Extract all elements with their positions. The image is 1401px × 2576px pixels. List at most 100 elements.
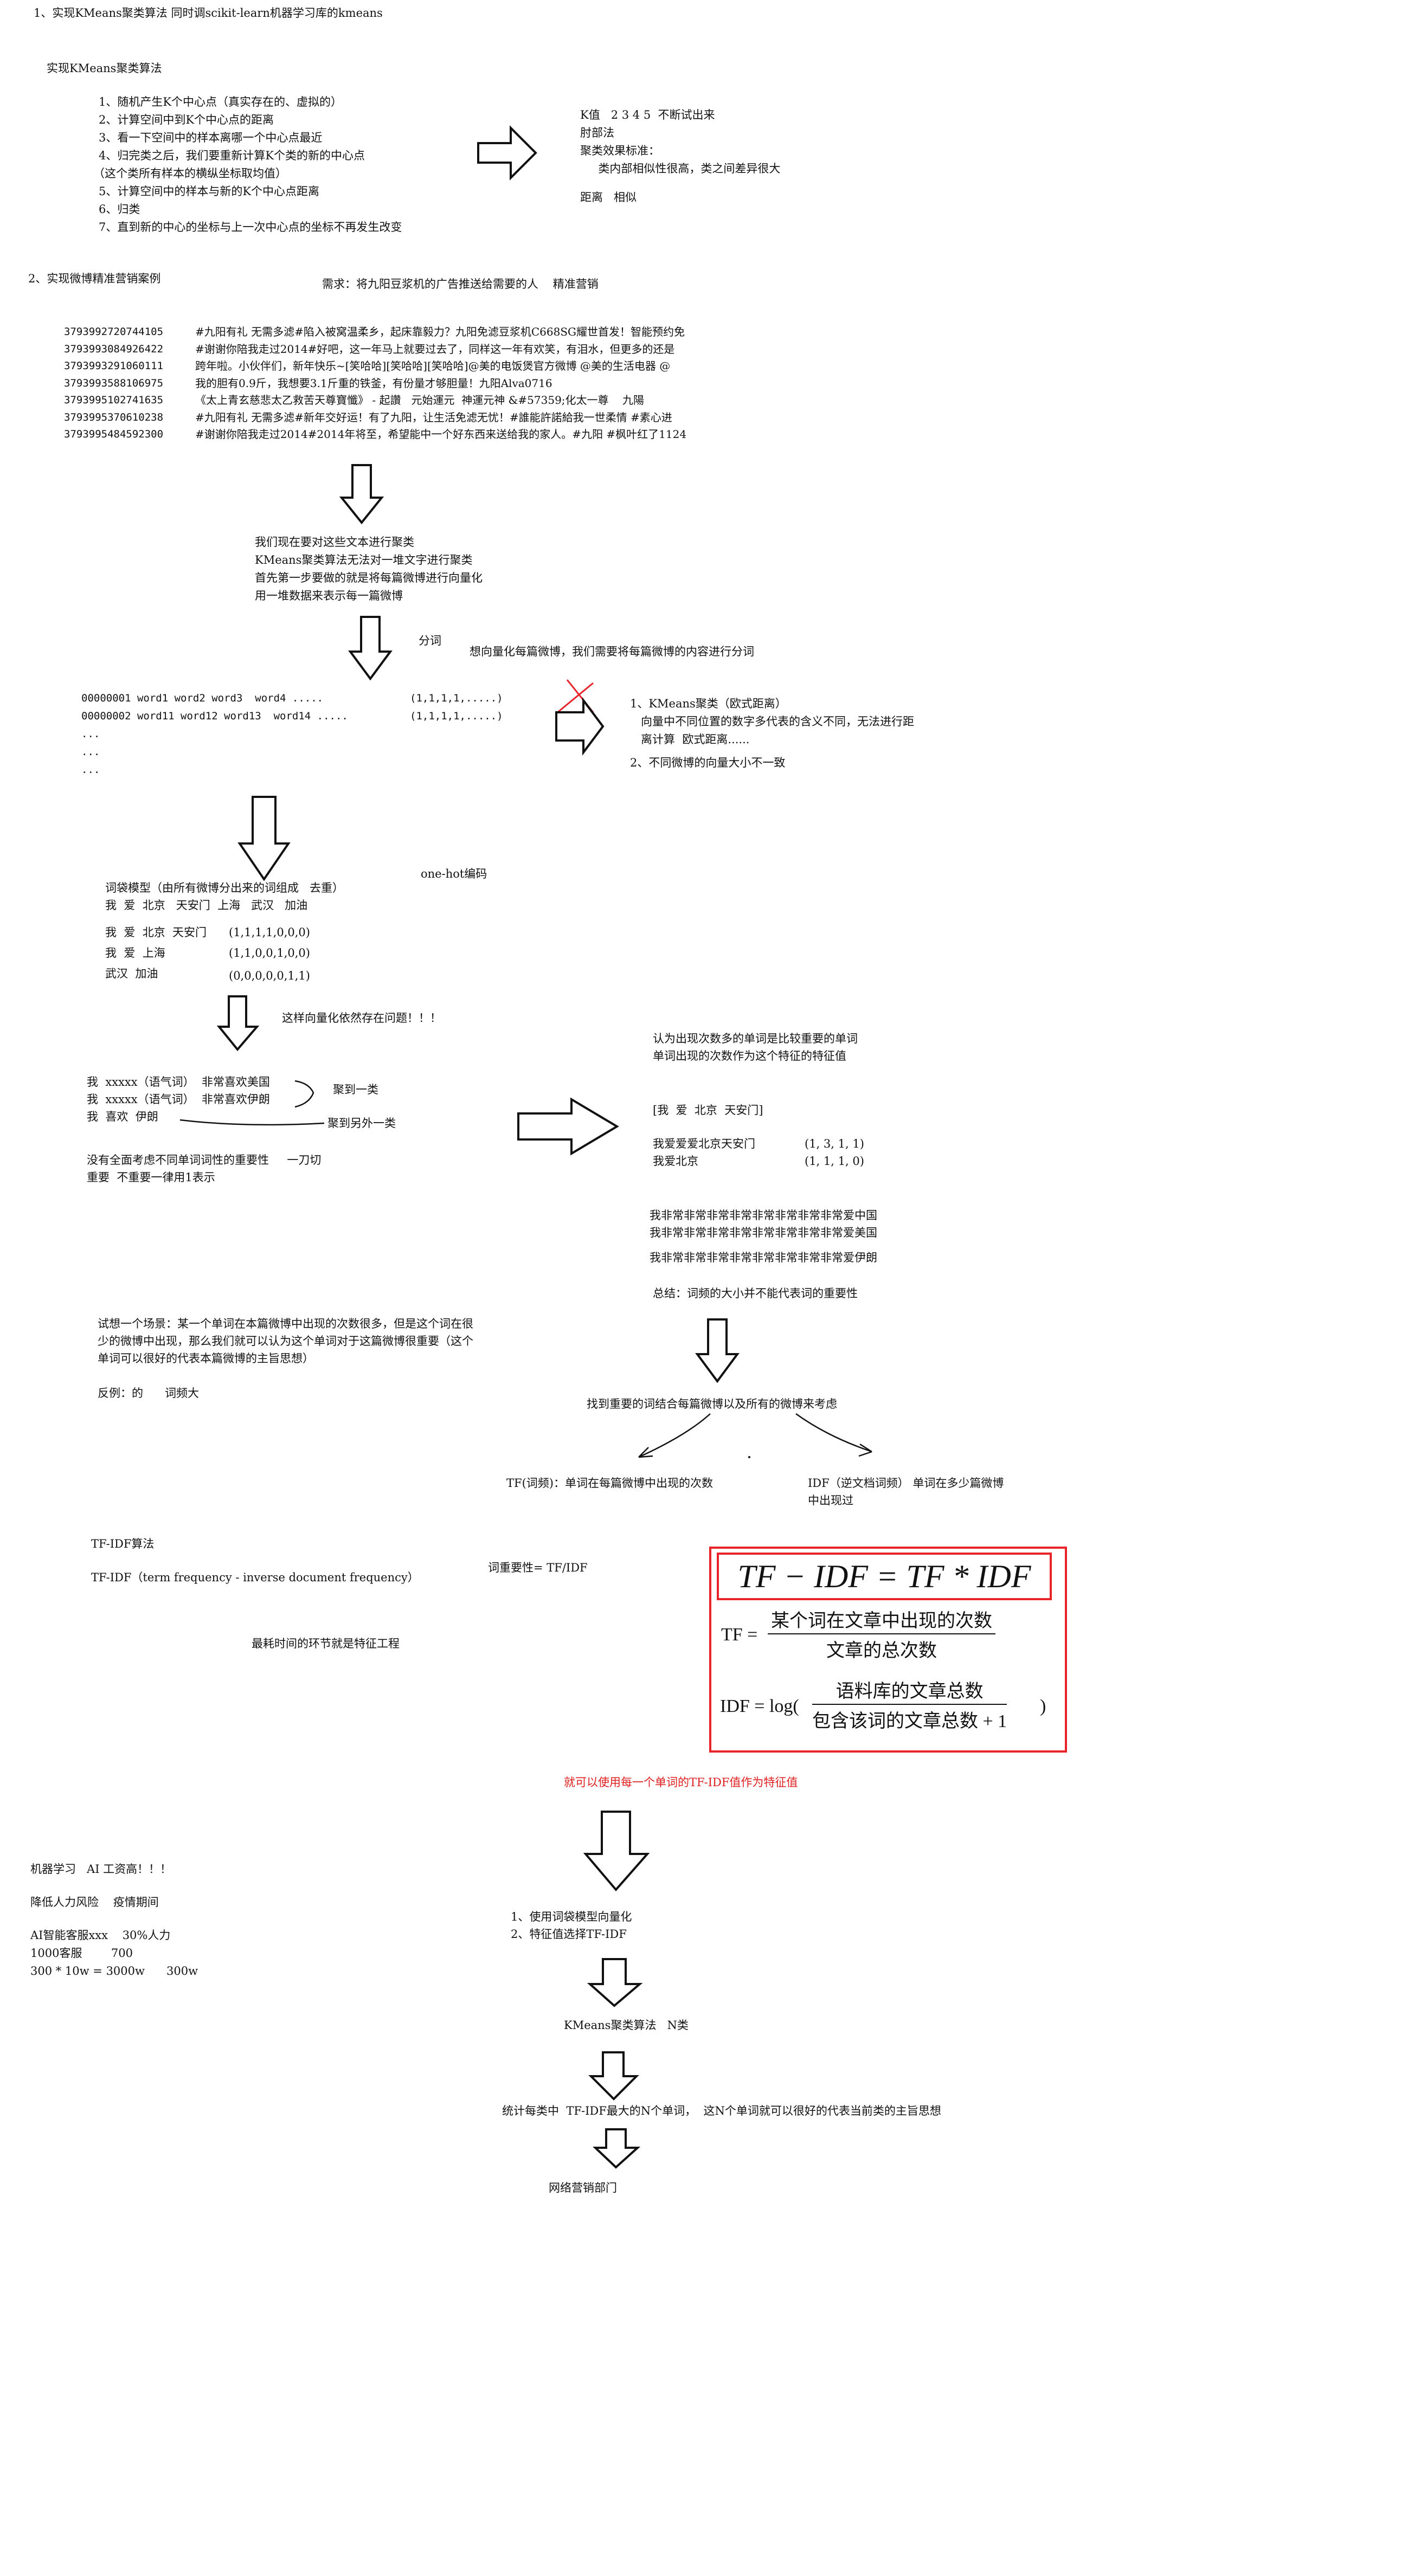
idf-definition: 中出现过 [808,1494,853,1507]
weibo-id: 3793995484592300 [64,428,164,440]
down-arrow-icon [583,1811,650,1892]
ai-line: 机器学习 AI 工资高！！！ [30,1863,172,1876]
weibo-text: 跨年啦。小伙伴们，新年快乐~[笑哈哈][笑哈哈][笑哈哈]@美的电饭煲官方微博 … [195,359,671,372]
note-line: 肘部法 [580,126,614,139]
problem-list: 1、KMeans聚类（欧式距离） 向量中不同位置的数字多代表的含义不同，无法进行… [630,695,914,772]
right-arrow-icon [517,1097,619,1156]
idf-denominator: 包含该词的文章总数 + 1 [812,1711,1007,1731]
importance-line: 没有全面考虑不同单词词性的重要性 一刀切 [87,1154,322,1167]
requirement-text: 需求：将九阳豆浆机的广告推送给需要的人 精准营销 [322,278,599,291]
down-arrow-icon [592,2128,641,2169]
idf-numerator: 语料库的文章总数 [812,1676,1007,1705]
weibo-text: #九阳有礼 无需多滤#新年交好运！有了九阳，让生活免滤无忧！#誰能許諾給我一世柔… [195,410,672,424]
feature-note: 就可以使用每一个单词的TF-IDF值作为特征值 [564,1776,798,1789]
ai-line: AI智能客服xxx 30%人力 [30,1929,171,1942]
down-arrow-icon [695,1318,740,1383]
freq-note: 单词出现的次数作为这个特征的特征值 [653,1049,846,1062]
problem-line: 2、不同微博的向量大小不一致 [630,756,786,769]
right-arrow-icon [477,125,537,181]
ai-notes: 机器学习 AI 工资高！！！ 降低人力风险 疫情期间 AI智能客服xxx 30%… [30,1860,198,1980]
freq-summary: 总结：词频的大小并不能代表词的重要性 [653,1287,858,1300]
cluster-note: 我们现在要对这些文本进行聚类 KMeans聚类算法无法对一堆文字进行聚类 首先第… [255,533,483,605]
tf-lhs: TF = [721,1625,758,1645]
step-line: 4、归完类之后，我们要重新计算K个类的新的中心点 [99,149,365,162]
word-row: ... [81,728,100,740]
ai-line [30,1911,198,1927]
freq-vocab: [我 爱 北京 天安门] [653,1104,763,1117]
weibo-id: 3793993084926422 [64,343,164,355]
bow-words: 我 爱 北京 天安门 [105,926,207,939]
weibo-id: 3793992720744105 [64,326,164,338]
bow-words: 我 爱 上海 [105,946,165,959]
weight-note: 词重要性= TF/IDF [488,1561,588,1574]
kmeans-steps: 1、随机产生K个中心点（真实存在的、虚拟的） 2、计算空间中到K个中心点的距离 … [93,93,402,236]
bow-vocab: 我 爱 北京 天安门 上海 武汉 加油 [105,899,308,912]
ai-line: 300 * 10w = 3000w 300w [30,1965,198,1978]
problem-line [630,749,914,754]
repeat-line: 我非常非常非常非常非常非常非常非常爱美国 [650,1226,877,1239]
segmentation-note: 想向量化每篇微博，我们需要将每篇微博的内容进行分词 [470,645,754,658]
down-arrow-icon [339,464,384,525]
step-line: 7、直到新的中心的坐标与上一次中心点的坐标不再发生改变 [99,221,402,234]
bracket-icon [294,1080,314,1108]
down-arrow-icon [348,616,393,681]
tf-fraction: 某个词在文章中出现的次数 文章的总次数 [768,1606,995,1662]
scenario-line: 少的微博中出现，那么我们就可以认为这个单词对于这篇微博很重要（这个 [98,1335,473,1348]
tf-denominator: 文章的总次数 [826,1641,937,1661]
ai-line: 1000客服 700 [30,1947,133,1960]
pipeline-step: 1、使用词袋模型向量化 [511,1910,632,1923]
cluster-one-label: 聚到一类 [333,1083,378,1096]
note-line: 距离 相似 [580,191,637,204]
freq-text: 我爱爱爱北京天安门 [653,1137,755,1150]
curve-line [179,1119,325,1126]
freq-vector: (1, 3, 1, 1) [805,1137,864,1150]
idf-lhs: IDF = log( [720,1696,799,1716]
step-line: 1、随机产生K个中心点（真实存在的、虚拟的） [99,95,343,108]
costly-note: 最耗时间的环节就是特征工程 [252,1637,400,1650]
down-arrow-icon [237,796,291,881]
scenario-line: 单词可以很好的代表本篇微博的主旨思想） [98,1352,314,1365]
step-line: 6、归类 [99,203,140,216]
weibo-text: 我的胆有0.9斤，我想要3.1斤重的铁釜，有份量才够胆量！九阳Alva0716 [195,376,552,390]
freq-text: 我爱北京 [653,1155,698,1168]
note-line: 聚类效果标准： [580,144,660,157]
topn-note: 统计每类中 TF-IDF最大的N个单词， 这N个单词就可以很好的代表当前类的主旨… [502,2104,941,2117]
combine-note: 找到重要的词结合每篇微博以及所有的微博来考虑 [587,1398,837,1411]
step-line: 2、计算空间中到K个中心点的距离 [99,113,274,126]
weibo-id: 3793995102741635 [64,394,164,406]
bow-vector: (0,0,0,0,0,1,1) [229,969,310,982]
freq-note: 认为出现次数多的单词是比较重要的单词 [653,1032,858,1045]
idf-fraction: 语料库的文章总数 包含该词的文章总数 + 1 [812,1676,1007,1733]
repeat-line: 我非常非常非常非常非常非常非常非常爱中国 [650,1209,877,1222]
note-line: 我们现在要对这些文本进行聚类 [255,536,414,549]
freq-vector: (1, 1, 1, 0) [805,1155,864,1168]
section1-title: 1、实现KMeans聚类算法 同时调scikit-learn机器学习库的kmea… [34,7,383,20]
kmeans-note: KMeans聚类算法 N类 [564,2019,689,2032]
note-line [580,178,780,189]
crossed-arrow-icon [555,679,605,756]
scenario-line: 试想一个场景：某一个单词在本篇微博中出现的次数很多，但是这个词在很 [98,1317,473,1330]
note-line: 类内部相似性很高，类之间差异很大 [580,162,781,175]
tfidf-fullname: TF-IDF（term frequency - inverse document… [91,1571,419,1584]
word-row: 00000002 word11 word12 word13 word14 ...… [81,710,348,722]
tfidf-title: TF-IDF算法 [91,1537,155,1550]
ai-line [30,1878,198,1894]
vector-value: (1,1,1,1,.....) [410,710,503,722]
step-line: 5、计算空间中的样本与新的K个中心点距离 [99,185,320,198]
bow-words: 武汉 加油 [105,967,158,980]
pipeline-step: 2、特征值选择TF-IDF [511,1928,627,1941]
idf-close: ) [1040,1696,1046,1716]
onehot-label: one-hot编码 [421,867,487,880]
weibo-text: 《太上青玄慈悲太乙救苦天尊寶懺》 - 起讚 元始運元 神運元神 &#57359;… [195,394,644,407]
section1-subtitle: 实现KMeans聚类算法 [47,62,162,75]
down-arrow-icon [588,2051,639,2101]
word-row: ... [81,764,100,776]
note-line: 用一堆数据来表示每一篇微博 [255,589,403,602]
like-line: 我 喜欢 伊朗 [87,1110,158,1123]
idf-definition: IDF（逆文档词频） 单词在多少篇微博 [808,1477,1004,1490]
importance-line: 重要 不重要一律用1表示 [87,1171,215,1184]
note-line: KMeans聚类算法无法对一堆文字进行聚类 [255,553,473,566]
formula-box [709,1547,1067,1753]
tf-definition: TF(词频)：单词在每篇微博中出现的次数 [506,1477,713,1490]
ai-line: 降低人力风险 疫情期间 [30,1896,159,1909]
